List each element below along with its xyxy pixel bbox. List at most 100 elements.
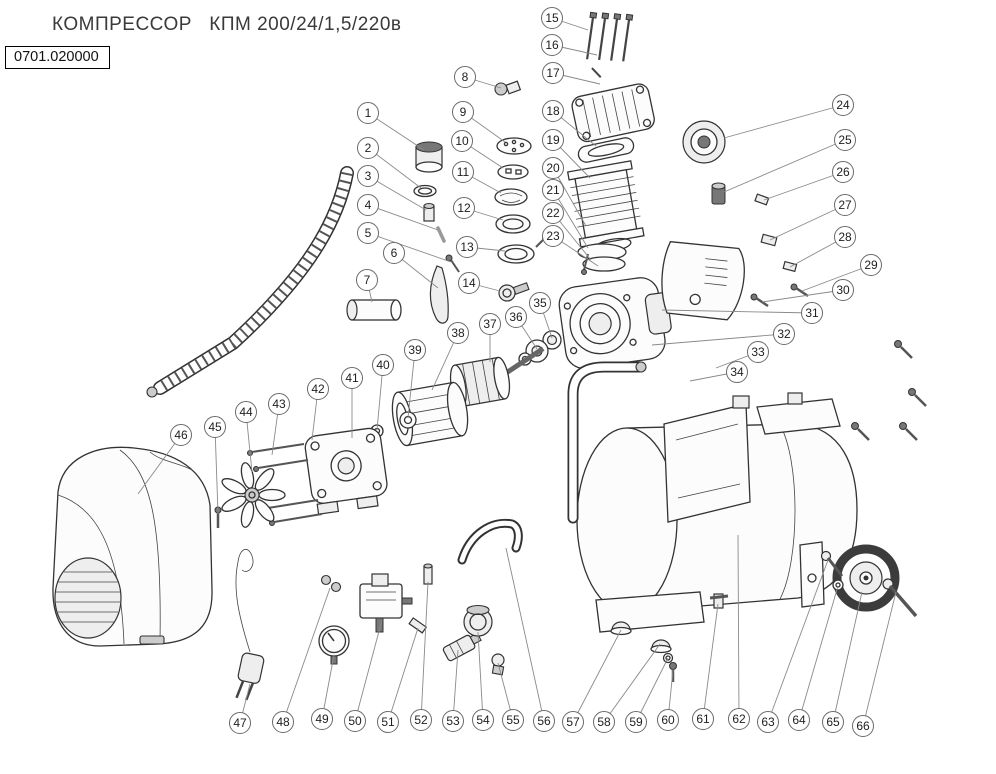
side-screws [851, 340, 927, 441]
small-fittings [711, 182, 809, 308]
balloon-16: 16 [541, 34, 563, 56]
leader-line-57 [572, 629, 622, 723]
bracket-plate [663, 403, 751, 523]
head-bolts [586, 11, 634, 79]
elbow-fitting [498, 284, 516, 302]
balloon-64: 64 [788, 709, 810, 731]
leader-line-3 [367, 175, 427, 211]
balloon-15: 15 [541, 7, 563, 29]
motor-cover [52, 446, 213, 647]
wheel [820, 544, 918, 618]
balloon-8: 8 [454, 66, 476, 88]
end-bracket [304, 427, 388, 515]
balloon-53: 53 [442, 710, 464, 732]
cylinder-gaskets [577, 243, 627, 275]
balloon-37: 37 [479, 313, 501, 335]
rubber-feet [610, 593, 729, 682]
leader-line-29 [801, 264, 872, 292]
balloon-26: 26 [832, 161, 854, 183]
rear-shroud [661, 241, 745, 321]
leader-line-52 [420, 581, 429, 721]
stator [391, 381, 469, 447]
breather-lever [429, 265, 449, 324]
balloon-31: 31 [801, 302, 823, 324]
leader-line-32 [651, 333, 785, 346]
bearing [682, 120, 726, 164]
balloon-40: 40 [372, 354, 394, 376]
balloon-34: 34 [726, 361, 748, 383]
balloon-27: 27 [834, 194, 856, 216]
balloon-24: 24 [832, 94, 854, 116]
balloon-12: 12 [453, 197, 475, 219]
head-gasket [577, 137, 635, 163]
leader-line-45 [214, 426, 219, 515]
balloon-49: 49 [311, 708, 333, 730]
leader-line-2 [367, 147, 422, 189]
valve-plate-stack [494, 80, 548, 302]
balloon-50: 50 [344, 710, 366, 732]
balloon-11: 11 [452, 161, 474, 183]
balloon-59: 59 [625, 711, 647, 733]
balloon-23: 23 [542, 225, 564, 247]
balloon-30: 30 [832, 279, 854, 301]
balloon-62: 62 [728, 708, 750, 730]
balloon-20: 20 [542, 157, 564, 179]
balloon-65: 65 [822, 711, 844, 733]
leader-line-63 [767, 559, 829, 723]
pressure-switch [359, 573, 413, 633]
air-hose [146, 166, 354, 398]
leader-line-50 [354, 619, 383, 722]
through-bolts [247, 443, 323, 526]
balloon-39: 39 [404, 339, 426, 361]
leader-line-20 [552, 167, 587, 227]
balloon-63: 63 [757, 711, 779, 733]
leader-line-59 [635, 657, 669, 723]
balloon-29: 29 [860, 254, 882, 276]
motor-platform [756, 398, 841, 435]
balloon-22: 22 [542, 202, 564, 224]
drain-cock [713, 593, 724, 609]
balloon-18: 18 [542, 100, 564, 122]
handle-grip [457, 518, 523, 565]
leader-lines [137, 17, 897, 727]
balloon-35: 35 [529, 292, 551, 314]
leader-line-61 [702, 603, 719, 720]
leader-line-46 [137, 434, 182, 495]
balloon-51: 51 [377, 711, 399, 733]
silencer-cylinder [351, 299, 397, 321]
balloon-21: 21 [542, 179, 564, 201]
balloon-13: 13 [456, 236, 478, 258]
balloon-14: 14 [458, 272, 480, 294]
crankcase [558, 277, 672, 369]
balloon-38: 38 [447, 322, 469, 344]
balloon-44: 44 [235, 401, 257, 423]
balloon-55: 55 [502, 709, 524, 731]
balloon-61: 61 [692, 708, 714, 730]
balloon-47: 47 [229, 712, 251, 734]
leader-line-25 [723, 139, 846, 193]
balloon-33: 33 [747, 341, 769, 363]
leader-line-66 [862, 591, 897, 727]
leader-line-26 [763, 171, 844, 201]
balloon-1: 1 [357, 102, 379, 124]
leader-line-30 [761, 289, 844, 303]
balloon-2: 2 [357, 137, 379, 159]
leader-line-58 [603, 643, 661, 723]
balloon-43: 43 [268, 393, 290, 415]
balloon-56: 56 [533, 710, 555, 732]
leader-line-64 [798, 585, 839, 721]
leader-line-54 [477, 631, 484, 721]
part-code-box: 0701.020000 [5, 46, 110, 69]
balloon-57: 57 [562, 711, 584, 733]
fan [221, 462, 286, 528]
leader-line-48 [282, 587, 331, 723]
leader-line-27 [769, 204, 846, 241]
balloon-60: 60 [657, 709, 679, 731]
leader-line-4 [367, 204, 439, 231]
cylinder-head [571, 83, 655, 143]
leader-line-31 [661, 309, 813, 314]
leader-line-24 [723, 104, 844, 139]
balloon-25: 25 [834, 129, 856, 151]
balloon-17: 17 [542, 62, 564, 84]
